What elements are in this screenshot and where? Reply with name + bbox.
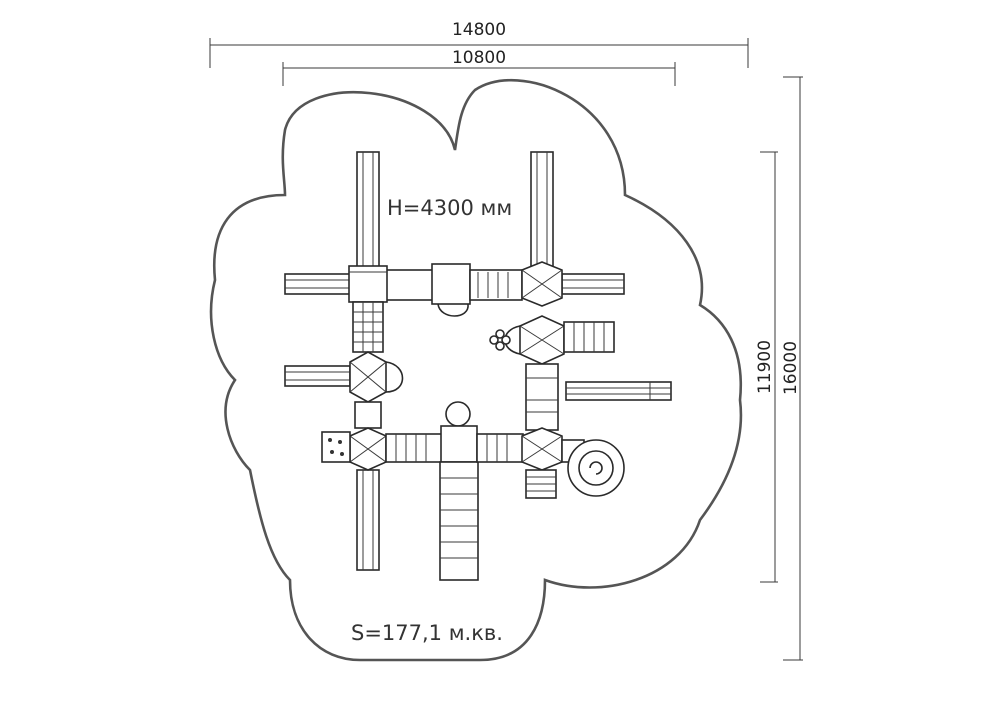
dimension-outer-width: 14800 (209, 20, 749, 68)
dimension-inner-width-text: 10800 (452, 48, 506, 68)
dimension-inner-width: 10800 (282, 48, 676, 86)
connector-left-lower (354, 401, 382, 429)
stairs-bottom-right (525, 469, 557, 499)
dimension-outer-width-text: 14800 (452, 20, 506, 40)
slide-left-middle (284, 365, 351, 387)
dimension-outer-height-text: 16000 (781, 341, 801, 395)
tower-bottom-left (349, 427, 387, 471)
slide-left-upper (284, 273, 351, 295)
tower-left-middle (349, 351, 404, 403)
slide-right-upper (561, 273, 625, 295)
bridge-top (385, 263, 523, 317)
dimension-inner-height-text: 11900 (755, 340, 775, 394)
tower-bottom-right (521, 427, 563, 471)
tower-top-right (521, 261, 563, 307)
climbing-net-left (352, 301, 384, 353)
height-label: H=4300 мм (387, 196, 512, 220)
slide-top-left (356, 151, 380, 271)
playground-equipment (284, 151, 672, 581)
area-label: S=177,1 м.кв. (351, 621, 503, 645)
slide-bottom-left (356, 469, 380, 571)
climbing-wall-left (321, 431, 351, 463)
slide-right-lower (565, 381, 672, 401)
safety-zone-boundary (209, 78, 743, 662)
flower-decoration (489, 329, 511, 351)
dimension-inner-height: 11900 (755, 151, 778, 583)
bridge-bottom-right (476, 433, 524, 463)
slide-top-right (530, 151, 554, 271)
dimension-outer-height: 16000 (781, 76, 803, 661)
bridge-bottom-left (385, 433, 443, 463)
spiral-slide (561, 439, 625, 497)
tower-right-middle (504, 315, 565, 365)
tower-center-bottom (439, 401, 479, 581)
stairs-right-upper (563, 321, 615, 353)
connector-right-vertical (525, 363, 559, 431)
tower-top-left (348, 265, 388, 303)
